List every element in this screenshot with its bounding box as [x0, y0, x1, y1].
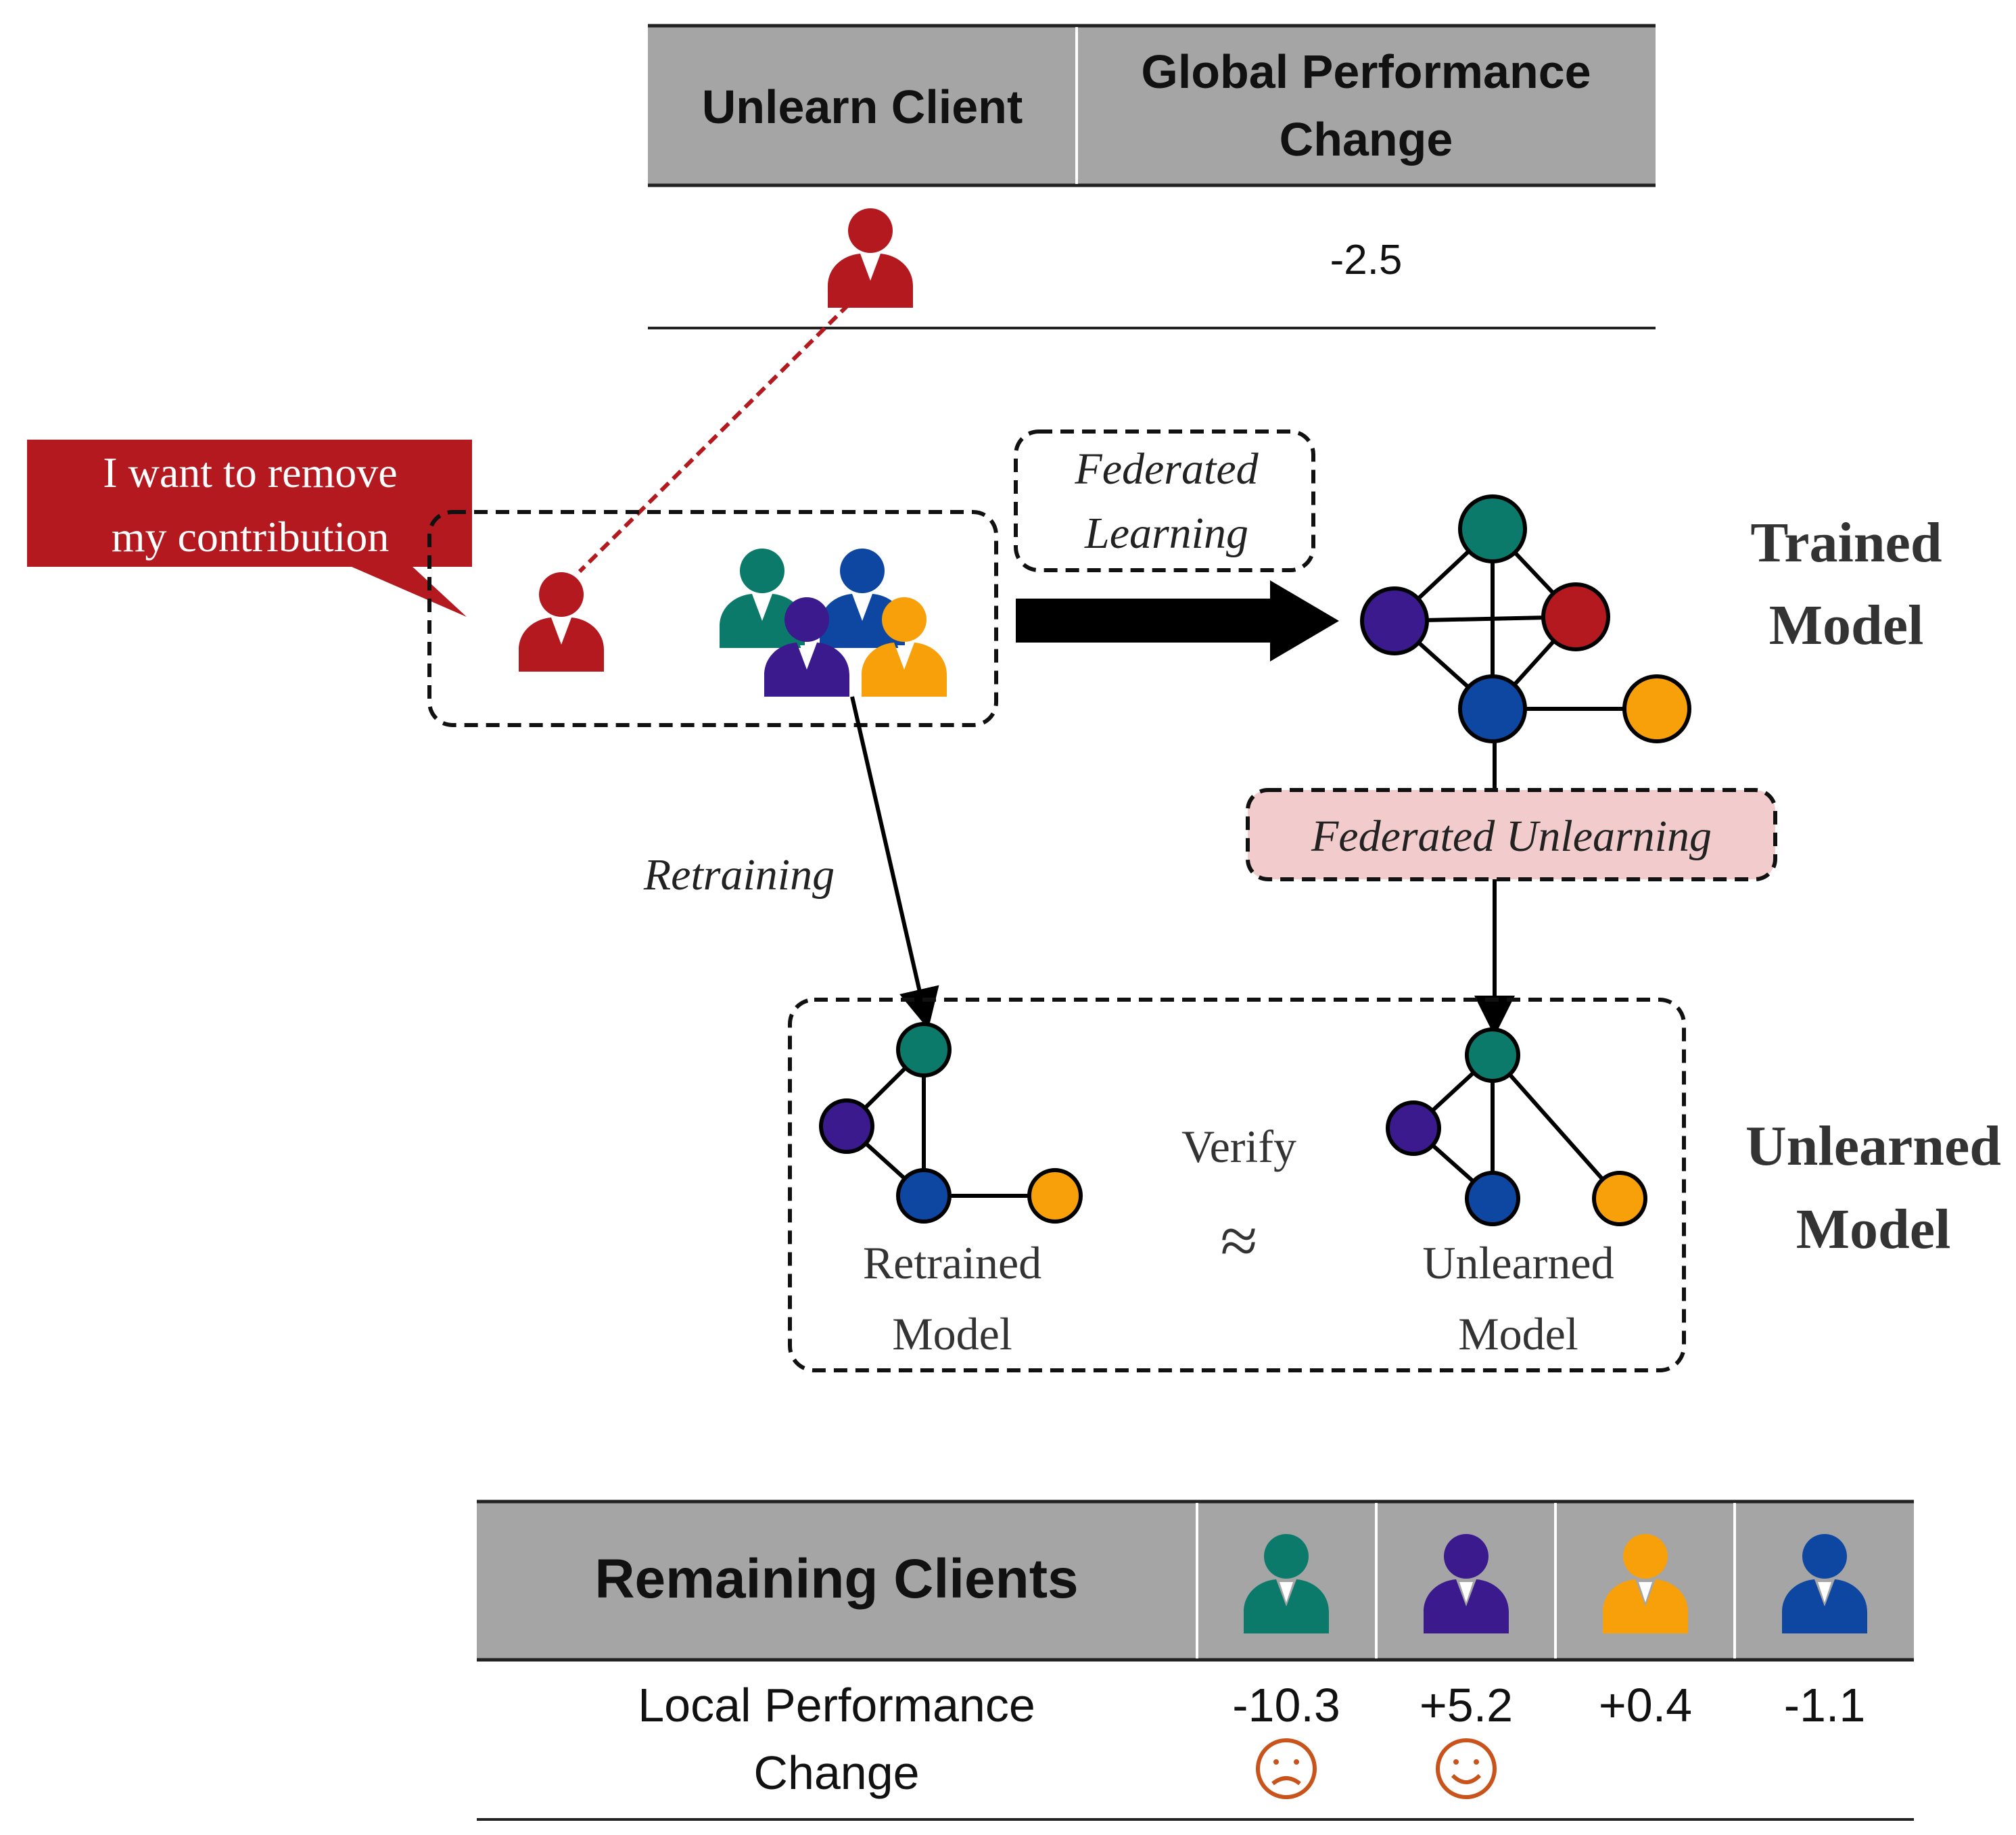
federated-learning-line1: Federated [1074, 444, 1259, 494]
top-table-header-global-line1: Global Performance [1141, 45, 1591, 98]
trained-node-teal [1458, 494, 1527, 563]
retraining-label: Retraining [643, 850, 835, 900]
bottom-table: Remaining Clients Local Performance Chan… [477, 1500, 1914, 1821]
speech-bubble-line1: I want to remove [103, 448, 397, 496]
retrained-model-graph [819, 1022, 1083, 1224]
unlearned-node-blue [1465, 1171, 1520, 1226]
unlearn-client-person-icon [828, 208, 913, 308]
remaining-client-4-value: -1.1 [1784, 1679, 1866, 1732]
retrained-node-blue [896, 1168, 952, 1224]
trained-model-graph [1360, 494, 1691, 743]
unlearned-model-inner-label-line2: Model [1458, 1308, 1578, 1360]
unlearned-node-purple [1386, 1100, 1441, 1156]
remaining-client-2-value: +5.2 [1420, 1679, 1513, 1732]
verify-label: Verify [1181, 1121, 1296, 1172]
remaining-client-3-value: +0.4 [1599, 1679, 1692, 1732]
trained-node-orange [1622, 674, 1691, 743]
trained-model-label-line2: Model [1769, 594, 1924, 657]
trained-model-label-line1: Trained [1750, 511, 1942, 574]
unlearned-model-label-line1: Unlearned [1745, 1115, 2001, 1178]
bottom-table-header-remaining-clients: Remaining Clients [594, 1548, 1078, 1610]
unlearned-model-graph [1386, 1027, 1647, 1226]
trained-node-blue [1458, 674, 1527, 743]
retraining-arrow [850, 696, 939, 1029]
retrained-node-teal [896, 1022, 952, 1077]
unlearned-node-orange [1592, 1171, 1647, 1226]
top-table-global-value: -2.5 [1330, 237, 1403, 283]
retrained-node-purple [819, 1098, 874, 1154]
top-table-header-bg [648, 26, 1656, 184]
federated-learning-box [1014, 429, 1315, 572]
unlearned-models-box [788, 998, 1686, 1372]
federated-unlearning-label: Federated Unlearning [1311, 812, 1712, 861]
top-table-header-global-line2: Change [1280, 113, 1453, 166]
retrained-model-label-line1: Retrained [863, 1237, 1041, 1288]
unlearned-model-inner-label-line1: Unlearned [1422, 1237, 1614, 1288]
federated-learning-arrow [1016, 580, 1339, 661]
approx-symbol: ≈ [1221, 1203, 1258, 1278]
speech-bubble-line2: my contribution [112, 513, 390, 561]
bottom-table-row-label-line1: Local Performance [638, 1679, 1035, 1732]
red-client-person-icon [519, 572, 604, 672]
remaining-client-cells: -10.3 +5.2 +0.4 -1.1 [1232, 1534, 1867, 1799]
top-table: Unlearn Client Global Performance Change… [648, 24, 1656, 329]
clients-group-box [427, 510, 998, 727]
retrained-model-label-line2: Model [892, 1308, 1012, 1360]
happy-face-icon [1436, 1738, 1497, 1799]
bottom-table-row-label-line2: Change [753, 1746, 919, 1799]
federated-unlearning-box [1246, 788, 1777, 881]
top-table-header-unlearn-client: Unlearn Client [702, 80, 1023, 133]
unlearned-model-label-line2: Model [1796, 1198, 1951, 1261]
federated-learning-line2: Learning [1084, 509, 1248, 558]
retrained-node-orange [1027, 1168, 1083, 1224]
speech-bubble: I want to remove my contribution [27, 440, 472, 617]
unlearned-node-teal [1465, 1027, 1520, 1083]
trained-node-purple [1360, 586, 1429, 655]
sad-face-icon [1256, 1738, 1317, 1799]
remaining-client-1-value: -10.3 [1232, 1679, 1340, 1732]
trained-node-red [1541, 582, 1610, 651]
unlearn-client-link [578, 302, 851, 574]
